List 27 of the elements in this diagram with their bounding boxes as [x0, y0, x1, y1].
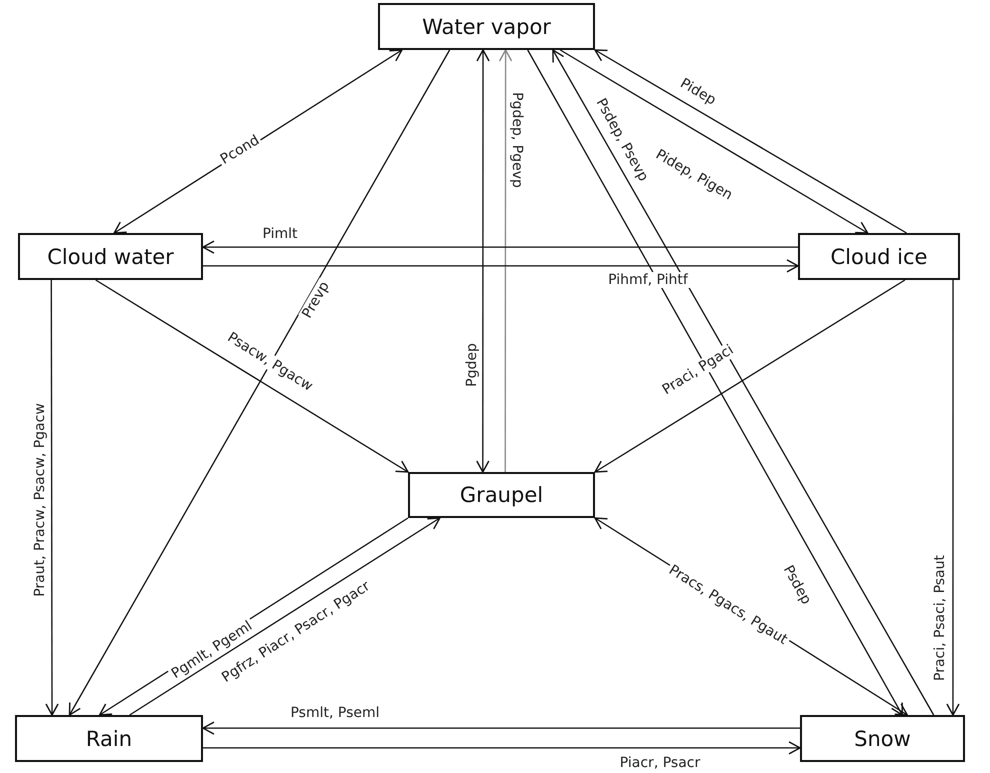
arrow [129, 517, 440, 716]
arrow [45, 280, 59, 716]
process-box [408, 472, 595, 518]
arrow [202, 721, 800, 735]
node-label: Water vapor [422, 14, 551, 38]
arrow [203, 259, 799, 273]
node-label: Cloud ice [830, 244, 928, 268]
node-label: Snow [854, 726, 911, 750]
arrow [560, 49, 868, 234]
arrow [68, 50, 450, 716]
arrow [476, 49, 490, 473]
process-box [378, 3, 595, 50]
process-box [15, 715, 203, 762]
process-box [798, 233, 960, 280]
node-label: Rain [86, 726, 132, 750]
arrow [946, 280, 960, 716]
process-box [18, 233, 203, 280]
arrow [95, 279, 409, 473]
process-box [800, 715, 965, 762]
edge-label: Praci, Psaci, Psaut [932, 553, 948, 683]
node-label: Cloud water [47, 244, 174, 268]
arrow [594, 49, 907, 234]
arrow [203, 741, 801, 755]
arrow [202, 240, 798, 254]
node-label: Graupel [460, 483, 544, 507]
arrow [594, 279, 906, 473]
arrow [498, 49, 512, 472]
